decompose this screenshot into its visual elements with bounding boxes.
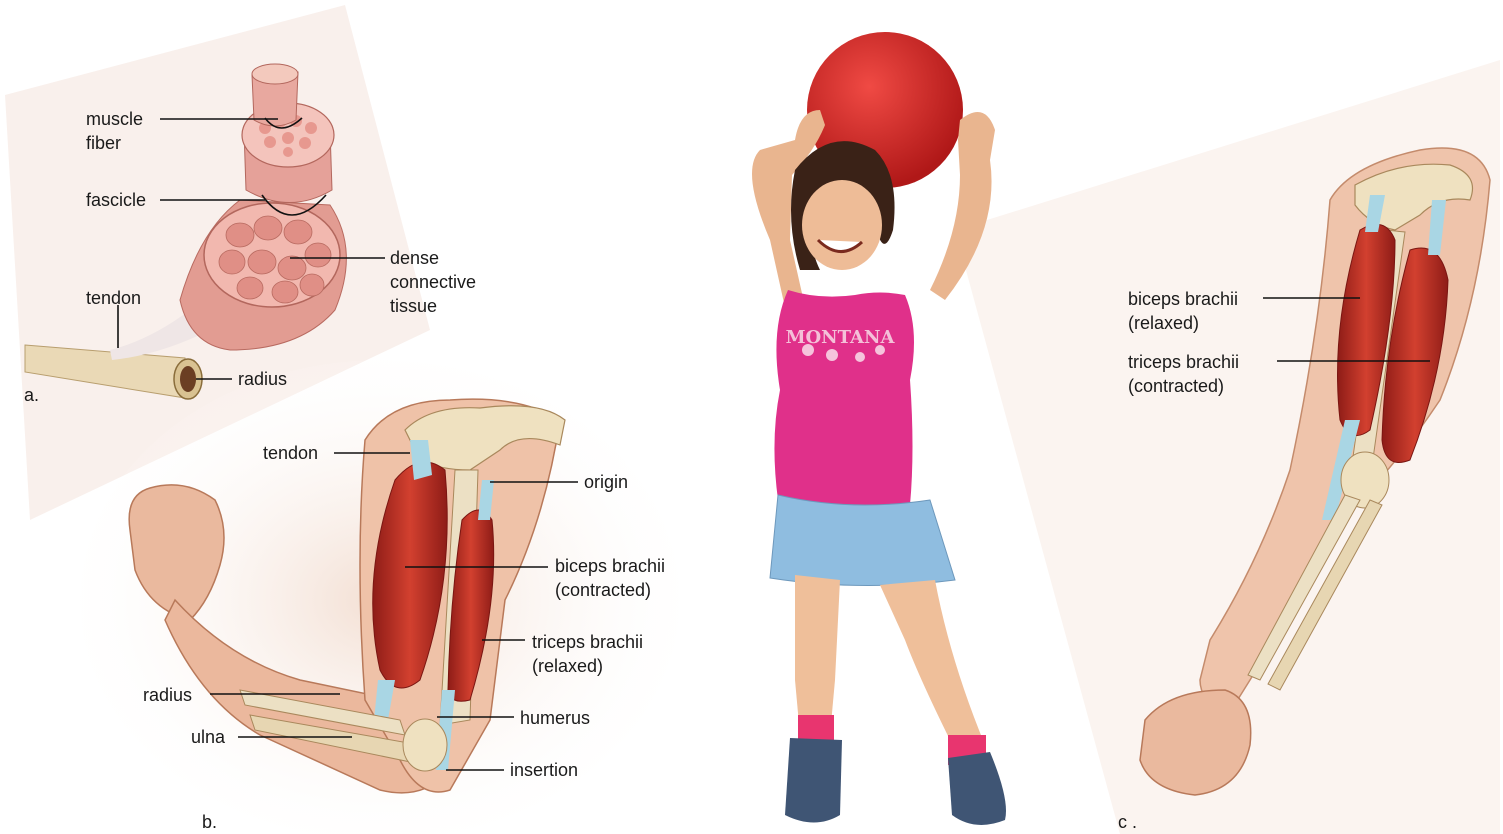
pink-shirt: [774, 290, 914, 511]
panel-letter-a: a.: [24, 383, 39, 407]
right-leg: [880, 580, 985, 750]
left-leg: [795, 575, 840, 735]
label-radius-b: radius: [143, 683, 192, 707]
label-biceps-b-line2: (contracted): [555, 578, 651, 602]
label-ulna: ulna: [191, 725, 225, 749]
right-shoe: [948, 752, 1006, 825]
denim-skirt: [770, 495, 955, 586]
label-triceps-c-line1: triceps brachii: [1128, 350, 1239, 374]
label-dense-line2: connective: [390, 270, 476, 294]
label-dense-line3: tissue: [390, 294, 437, 318]
child-face: [802, 180, 882, 270]
elbow-joint-b: [403, 719, 447, 771]
panel-letter-c: c .: [1118, 810, 1137, 834]
label-muscle-fiber-line2: fiber: [86, 131, 121, 155]
label-muscle-fiber-line1: muscle: [86, 107, 143, 131]
label-fascicle: fascicle: [86, 188, 146, 212]
label-triceps-b-line1: triceps brachii: [532, 630, 643, 654]
child-photo: MONTANA: [752, 32, 1006, 825]
label-insertion: insertion: [510, 758, 578, 782]
left-shoe: [785, 738, 842, 823]
label-biceps-b-line1: biceps brachii: [555, 554, 665, 578]
label-triceps-c-line2: (contracted): [1128, 374, 1224, 398]
label-radius-a: radius: [238, 367, 287, 391]
panel-letter-b: b.: [202, 810, 217, 834]
label-triceps-b-line2: (relaxed): [532, 654, 603, 678]
label-biceps-c-line2: (relaxed): [1128, 311, 1199, 335]
label-dense-line1: dense: [390, 246, 439, 270]
shirt-text: MONTANA: [786, 327, 896, 348]
label-tendon-b: tendon: [263, 441, 318, 465]
label-humerus: humerus: [520, 706, 590, 730]
label-tendon-a: tendon: [86, 286, 141, 310]
label-biceps-c-line1: biceps brachii: [1128, 287, 1238, 311]
label-origin: origin: [584, 470, 628, 494]
